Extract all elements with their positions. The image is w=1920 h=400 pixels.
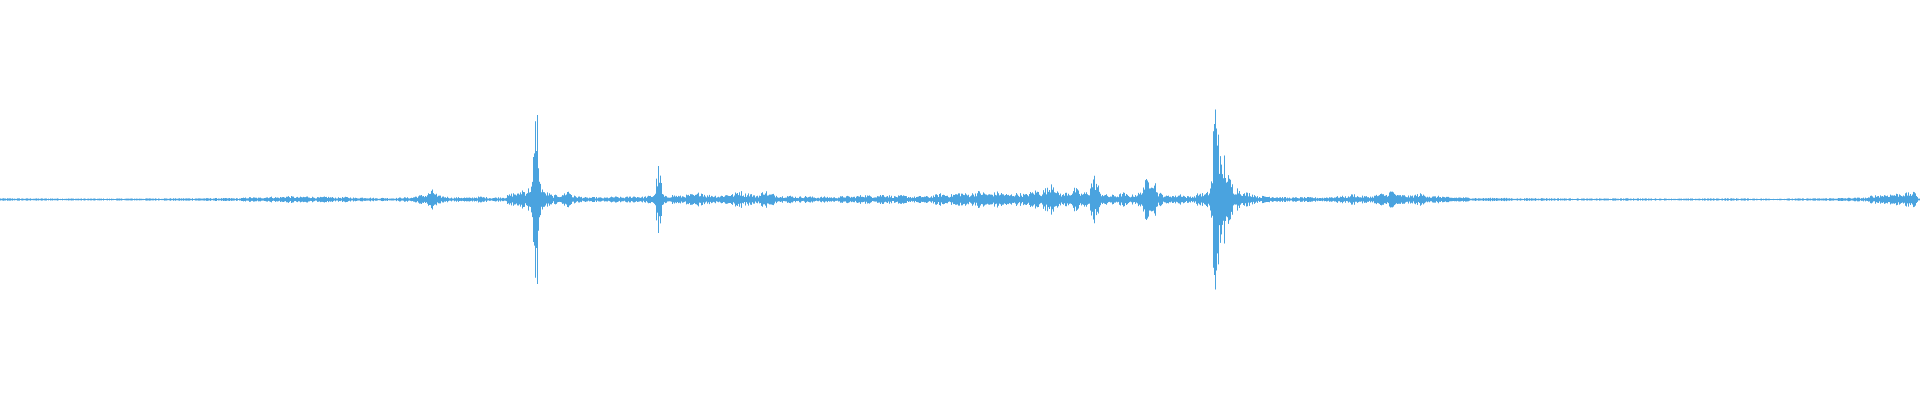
waveform-bars [0,109,1920,290]
